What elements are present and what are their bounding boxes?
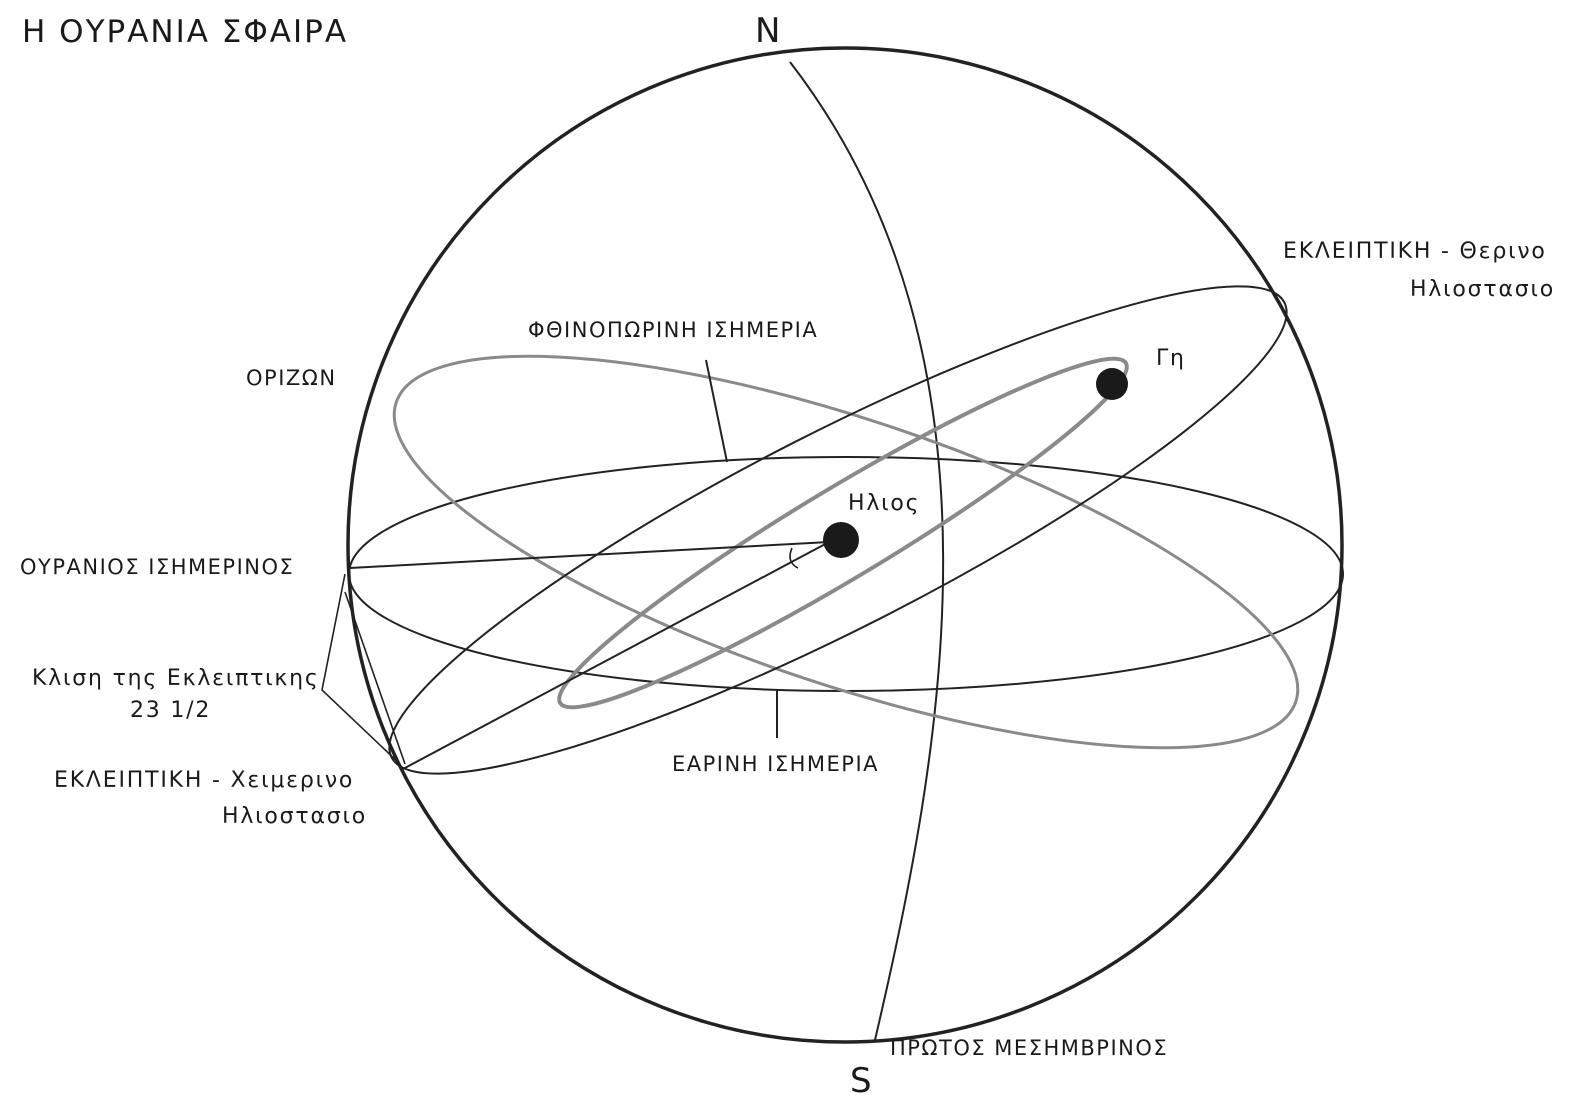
obliquity-angle-arc: [789, 547, 799, 569]
horizon-label: ΟΡΙΖΩΝ: [246, 366, 337, 390]
autumn-equinox-label: ΦΘΙΝΟΠΩΡΙΝΗ ΙΣΗΜΕΡΙΑ: [528, 318, 818, 342]
ecliptic-summer-label-line1: ΕΚΛΕΙΠΤΙΚΗ - Θερινο: [1283, 239, 1547, 264]
earth-label: Γη: [1156, 346, 1186, 371]
autumn-equinox-leader: [705, 359, 728, 463]
horizon-ellipse: [392, 354, 1300, 750]
obliquity-label-line1: Κλιση της Εκλειπτικης: [32, 666, 320, 691]
earth-body: [1096, 368, 1128, 400]
celestial-equator-label: ΟΥΡΑΝΙΟΣ ΙΣΗΜΕΡΙΝΟΣ: [20, 555, 294, 579]
north-pole-label: N: [755, 11, 780, 51]
prime-meridian-curve: [789, 61, 945, 1041]
equator-to-sun-line: [349, 541, 830, 569]
obliquity-bracket-leader-inner: [344, 591, 406, 765]
ecliptic-ellipse: [388, 285, 1288, 775]
ecliptic-summer-label-line2: Ηλιοστασιο: [1410, 277, 1555, 302]
celestial-sphere-outline: [346, 46, 1344, 1044]
earth-orbit-ellipse: [557, 356, 1129, 710]
prime-meridian-label: ΠΡΩΤΟΣ ΜΕΣΗΜΒΡΙΝΟΣ: [890, 1036, 1168, 1060]
ecliptic-winter-label-line2: Ηλιοστασιο: [222, 804, 367, 829]
obliquity-bracket-leader: [321, 573, 401, 765]
ecliptic-winter-label-line1: ΕΚΛΕΙΠΤΙΚΗ - Χειμερινο: [54, 768, 354, 793]
celestial-equator-ellipse: [348, 456, 1344, 692]
obliquity-label-line2: 23 1/2: [130, 698, 211, 723]
sun-label: Ηλιος: [848, 491, 920, 516]
spring-equinox-label: ΕΑΡΙΝΗ ΙΣΗΜΕΡΙΑ: [672, 752, 879, 776]
winter-solstice-to-sun-line: [402, 541, 830, 770]
sun-body: [823, 522, 859, 558]
south-pole-label: S: [850, 1061, 872, 1101]
page-title: Η ΟΥΡΑΝΙΑ ΣΦΑΙΡΑ: [22, 14, 348, 50]
